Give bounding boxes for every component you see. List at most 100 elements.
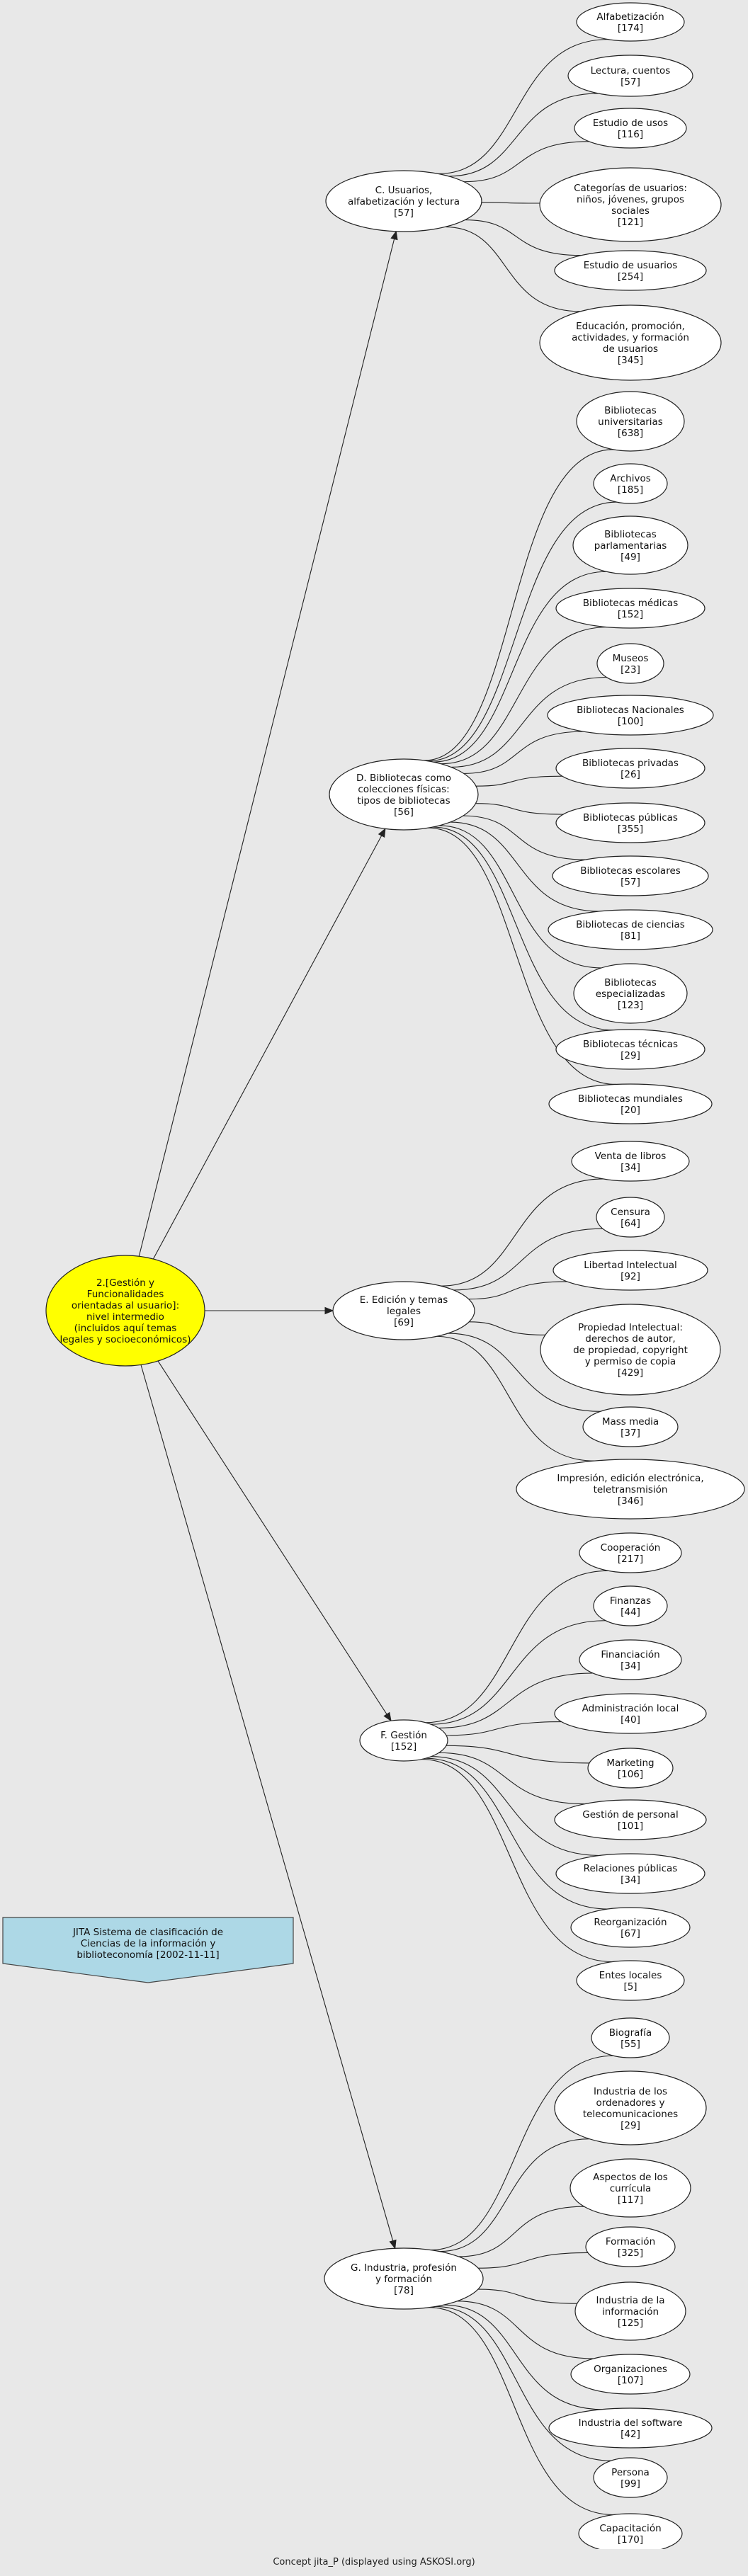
subcategory-node-e1[interactable]: Venta de libros[34]	[571, 1141, 690, 1182]
subcategory-node-g2-line: Industria de los	[594, 2086, 667, 2097]
subcategory-node-d10[interactable]: Bibliotecas de ciencias[81]	[548, 909, 713, 950]
subcategory-node-d4-shape	[555, 588, 706, 629]
subcategory-node-f9[interactable]: Entes locales[5]	[576, 1960, 685, 2001]
subcategory-node-f8-shape	[570, 1907, 691, 1948]
subcategory-node-g5-line: Industria de la	[596, 2295, 664, 2306]
subcategory-node-g4-shape	[585, 2226, 676, 2267]
subcategory-node-e3[interactable]: Libertad Intelectual[92]	[552, 1250, 708, 1291]
subcategory-node-d7[interactable]: Bibliotecas privadas[26]	[555, 748, 706, 789]
root-concept-node-line: 2.[Gestión y	[96, 1277, 154, 1289]
edge-c-c2	[448, 93, 599, 177]
subcategory-node-f8[interactable]: Reorganización[67]	[570, 1907, 691, 1948]
subcategory-node-f5-shape	[587, 1748, 674, 1789]
edge-root-g	[140, 1364, 397, 2250]
subcategory-node-d5[interactable]: Museos[23]	[596, 643, 664, 684]
edge-f-f9	[421, 1758, 613, 1963]
subcategory-node-d6[interactable]: Bibliotecas Nacionales[100]	[547, 695, 714, 736]
subcategory-node-e6[interactable]: Impresión, edición electrónica,teletrans…	[516, 1459, 745, 1520]
edge-d-d11	[439, 825, 601, 969]
subcategory-node-g1-shape	[591, 2017, 670, 2058]
subcategory-node-f7[interactable]: Relaciones públicas[34]	[555, 1853, 706, 1894]
subcategory-node-d13-line: [20]	[620, 1105, 640, 1116]
subcategory-node-d13-shape	[548, 1083, 713, 1124]
subcategory-node-d9[interactable]: Bibliotecas escolares[57]	[552, 855, 709, 896]
subcategory-node-f8-line: [67]	[620, 1928, 640, 1939]
edge-f-f1	[425, 1570, 609, 1723]
subcategory-node-e5[interactable]: Mass media[37]	[582, 1406, 679, 1447]
subcategory-node-c1[interactable]: Alfabetización[174]	[576, 2, 685, 42]
category-node-c[interactable]: C. Usuarios,alfabetización y lectura[57]	[325, 170, 482, 232]
subcategory-node-g7-shape	[548, 2407, 713, 2449]
subcategory-node-e4[interactable]: Propiedad Intelectual:derechos de autor,…	[540, 1304, 721, 1396]
edge-d-d2	[428, 501, 618, 762]
subcategory-node-g5-line: [125]	[618, 2318, 643, 2329]
subcategory-node-c6-line: [345]	[618, 355, 643, 366]
subcategory-node-f1-line: Cooperación	[601, 1542, 661, 1554]
subcategory-node-g2-shape	[554, 2070, 707, 2145]
subcategory-node-g5-shape	[574, 2281, 686, 2341]
edge-e-e2	[453, 1228, 603, 1291]
subcategory-node-g9[interactable]: Capacitación[170]	[578, 2513, 683, 2549]
subcategory-node-g8[interactable]: Persona[99]	[593, 2457, 668, 2498]
subcategory-node-d5-shape	[596, 643, 664, 684]
subcategory-node-f2-line: Finanzas	[610, 1595, 651, 1607]
subcategory-node-f5[interactable]: Marketing[106]	[587, 1748, 674, 1789]
edge-g-g7	[443, 2304, 603, 2410]
subcategory-node-d8[interactable]: Bibliotecas públicas[355]	[555, 802, 706, 843]
subcategory-node-f2[interactable]: Finanzas[44]	[593, 1585, 668, 1626]
edge-g-g4	[478, 2252, 588, 2269]
subcategory-node-c2[interactable]: Lectura, cuentos[57]	[567, 55, 693, 97]
subcategory-node-f4-shape	[554, 1693, 707, 1734]
subcategory-node-c6[interactable]: Educación, promoción,actividades, y form…	[539, 304, 722, 381]
subcategory-node-f3[interactable]: Financiación[34]	[579, 1639, 682, 1680]
subcategory-node-g3-line: [117]	[618, 2194, 643, 2206]
subcategory-node-d4[interactable]: Bibliotecas médicas[152]	[555, 588, 706, 629]
subcategory-node-e5-shape	[582, 1406, 679, 1447]
subcategory-node-g2-line: [29]	[620, 2120, 640, 2131]
subcategory-node-f7-line: [34]	[620, 1874, 640, 1886]
subcategory-node-c4-line: niños, jóvenes, grupos	[577, 194, 684, 205]
subcategory-node-d2[interactable]: Archivos[185]	[593, 463, 668, 504]
category-node-c-line: [57]	[394, 207, 414, 219]
subcategory-node-d1-line: universitarias	[598, 416, 663, 428]
subcategory-node-f4[interactable]: Administración local[40]	[554, 1693, 707, 1734]
subcategory-node-c3[interactable]: Estudio de usos[116]	[574, 108, 687, 149]
subcategory-node-g1[interactable]: Biografía[55]	[591, 2017, 670, 2058]
edge-f-f6	[438, 1752, 585, 1805]
subcategory-node-d3-line: parlamentarias	[594, 540, 667, 552]
subcategory-node-d13[interactable]: Bibliotecas mundiales[20]	[548, 1083, 713, 1124]
subcategory-node-f4-line: Administración local	[582, 1703, 679, 1714]
category-node-f-line: F. Gestión	[380, 1730, 427, 1741]
edge-f-f2	[431, 1620, 606, 1725]
edge-d-d9	[463, 815, 586, 860]
subcategory-node-f1[interactable]: Cooperación[217]	[579, 1532, 682, 1573]
root-concept-node-line: (incluidos aquí temas	[74, 1323, 177, 1334]
subcategory-node-c5[interactable]: Estudio de usuarios[254]	[554, 250, 707, 291]
root-concept-node-line: orientadas al usuario]:	[72, 1300, 179, 1311]
subcategory-node-g6[interactable]: Organizaciones[107]	[570, 2354, 691, 2395]
subcategory-node-d12[interactable]: Bibliotecas técnicas[29]	[555, 1029, 706, 1070]
category-node-f[interactable]: F. Gestión[152]	[359, 1719, 448, 1762]
subcategory-node-f6[interactable]: Gestión de personal[101]	[554, 1799, 707, 1840]
subcategory-node-c4[interactable]: Categorías de usuarios:niños, jóvenes, g…	[539, 167, 722, 242]
subcategory-node-e6-shape	[516, 1459, 745, 1520]
diagram-edges	[138, 39, 618, 2516]
subcategory-node-g4[interactable]: Formación[325]	[585, 2226, 676, 2267]
subcategory-node-e2[interactable]: Censura[64]	[596, 1197, 665, 1238]
edge-f-f4	[446, 1721, 562, 1736]
subcategory-node-g5-line: información	[602, 2306, 659, 2318]
subcategory-node-g7[interactable]: Industria del software[42]	[548, 2407, 713, 2449]
subcategory-node-f5-line: Marketing	[606, 1757, 654, 1769]
subcategory-node-d1-line: Bibliotecas	[604, 405, 657, 416]
